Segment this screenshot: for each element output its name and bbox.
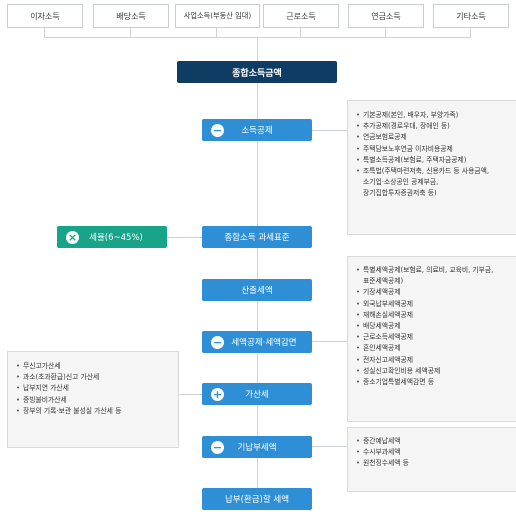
list-item: 외국납부세액공제 <box>354 299 513 310</box>
prepaid-tax-box: − 기납부세액 <box>202 436 312 458</box>
additional-tax-details: 무신고가산세 과소(초과환급)신고 가산세 납부지연 가산세 증빙불비가산세 장… <box>7 351 179 448</box>
list-item: 특별세액공제(보험료, 의료비, 교육비, 기부금, <box>354 265 513 276</box>
calculated-tax-label: 산출세액 <box>241 286 273 296</box>
minus-icon: − <box>211 123 224 137</box>
tax-credit-details: 특별세액공제(보험료, 의료비, 교육비, 기부금, 표준세액공제) 기장세액공… <box>347 256 516 422</box>
prepaid-link-line <box>311 446 347 447</box>
prepaid-tax-details: 중간예납세액 수시부과세액 원천징수세액 등 <box>347 427 516 492</box>
income-type-interest: 이자소득 <box>7 4 83 28</box>
income-type-dividend: 배당소득 <box>93 4 169 28</box>
tax-credit-box: − 세액공제·세액감면 <box>202 331 312 353</box>
list-item: 소기업·소상공인 공제부금, <box>363 178 439 187</box>
calculated-tax-box: 산출세액 <box>202 279 312 301</box>
income-deduction-label: 소득공제 <box>241 126 273 136</box>
payable-tax-label: 납부(환급)할 세액 <box>224 495 290 505</box>
list-item: 연금보험료공제 <box>354 132 513 143</box>
deduction-link-line <box>311 130 347 131</box>
list-item: 원천징수세액 등 <box>354 458 513 469</box>
tax-credit-label: 세액공제·세액감면 <box>231 338 297 348</box>
income-type-earned: 근로소득 <box>263 4 339 28</box>
list-item: 추가공제(경로우대, 장애인 등) <box>354 121 513 132</box>
list-item: 장기집합투자증권저축 등) <box>363 189 437 198</box>
list-item: 중소기업특별세액감면 등 <box>354 377 513 388</box>
list-item: 배당세액공제 <box>354 321 513 332</box>
tax-base-box: 종합소득 과세표준 <box>202 226 312 248</box>
rate-link-line <box>167 237 202 238</box>
list-item: 전자신고세액공제 <box>354 355 513 366</box>
list-item: 무신고가산세 <box>14 361 174 372</box>
top-bus-line <box>470 26 471 38</box>
top-bus-line <box>130 26 131 38</box>
list-item: 표준세액공제) <box>363 277 404 286</box>
additional-tax-label: 가산세 <box>245 390 269 400</box>
list-item: 근로소득세액공제 <box>354 332 513 343</box>
income-type-pension: 연금소득 <box>348 4 424 28</box>
list-item: 납부지연 가산세 <box>14 383 174 394</box>
top-bus-line <box>385 26 386 38</box>
list-item: 기장세액공제 <box>354 287 513 298</box>
list-item: 증빙불비가산세 <box>14 395 174 406</box>
list-item: 과소(초과환급)신고 가산세 <box>14 372 174 383</box>
income-type-other: 기타소득 <box>433 4 509 28</box>
credit-link-line <box>311 341 347 342</box>
list-item: 혼인세액공제 <box>354 343 513 354</box>
tax-rate-box: × 세율(6~45%) <box>57 226 167 248</box>
top-bus-line <box>216 26 217 38</box>
list-item: 성실신고확인비용 세액공제 <box>354 366 513 377</box>
prepaid-tax-label: 기납부세액 <box>237 443 277 453</box>
top-bus-line <box>300 26 301 38</box>
addtax-link-line <box>167 394 202 395</box>
list-item: 중간예납세액 <box>354 436 513 447</box>
income-deduction-box: − 소득공제 <box>202 119 312 141</box>
additional-tax-box: + 가산세 <box>202 383 312 405</box>
minus-icon: − <box>211 335 224 349</box>
plus-icon: + <box>211 387 224 401</box>
total-income-box: 종합소득금액 <box>177 61 337 83</box>
list-item: 기본공제(본인, 배우자, 부양가족) <box>354 110 513 121</box>
times-icon: × <box>66 230 79 244</box>
list-item: 특별소득공제(보험료, 주택자금공제) <box>354 155 513 166</box>
minus-icon: − <box>211 440 224 454</box>
list-item: 수시부과세액 <box>354 447 513 458</box>
top-bus-line <box>44 26 45 38</box>
income-deduction-details: 기본공제(본인, 배우자, 부양가족) 추가공제(경로우대, 장애인 등) 연금… <box>347 100 516 235</box>
main-spine-line <box>257 37 258 500</box>
list-item: 주택담보노후연금 이자비용공제 <box>354 144 513 155</box>
tax-rate-label: 세율(6~45%) <box>89 233 143 243</box>
payable-tax-box: 납부(환급)할 세액 <box>202 488 312 510</box>
list-item: 장부의 기록·보관 불성실 가산세 등 <box>14 406 174 417</box>
total-income-label: 종합소득금액 <box>232 68 282 79</box>
list-item: 재해손실세액공제 <box>354 310 513 321</box>
tax-base-label: 종합소득 과세표준 <box>224 233 290 243</box>
income-type-business: 사업소득(부동산 임대) <box>175 4 260 28</box>
list-item: 조특법(주택마련저축, 신용카드 등 사용금액, <box>354 166 513 177</box>
